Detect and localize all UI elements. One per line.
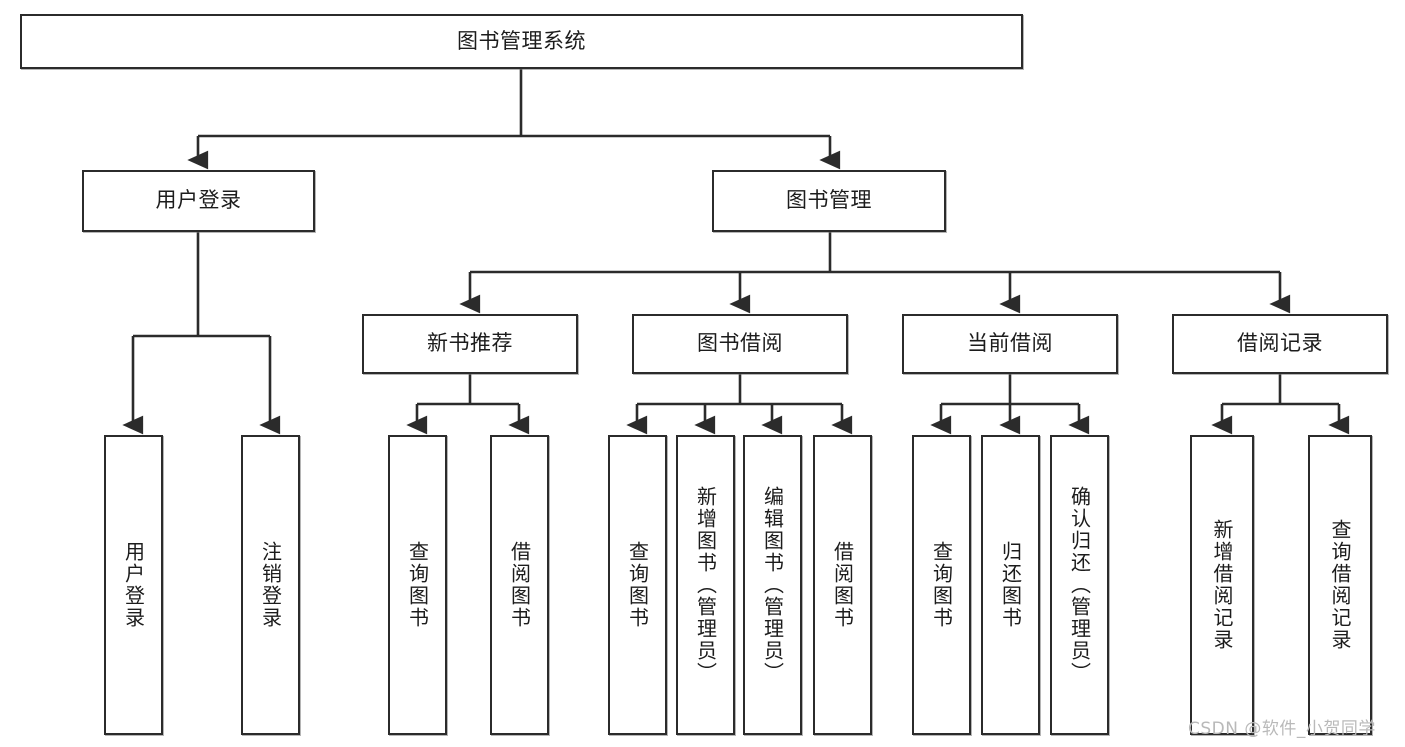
node-root-label: 图书管理系统	[457, 28, 586, 53]
leaf-current-query-book-label: 查询图书	[929, 541, 954, 629]
leaf-current-query-book[interactable]: 查询图书	[912, 435, 971, 735]
leaf-borrow-edit-book[interactable]: 编辑图书（管理员）	[743, 435, 802, 735]
node-new-book-recommend-label: 新书推荐	[427, 331, 513, 356]
node-borrow-record-label: 借阅记录	[1237, 331, 1323, 356]
node-new-book-recommend[interactable]: 新书推荐	[362, 314, 578, 374]
leaf-borrow-borrow-book[interactable]: 借阅图书	[813, 435, 872, 735]
leaf-borrow-add-book[interactable]: 新增图书（管理员）	[676, 435, 735, 735]
leaf-record-add-label: 新增借阅记录	[1210, 519, 1234, 651]
node-book-management[interactable]: 图书管理	[712, 170, 946, 232]
leaf-new-book-query[interactable]: 查询图书	[388, 435, 447, 735]
node-book-management-label: 图书管理	[786, 188, 872, 213]
leaf-current-return-book-label: 归还图书	[998, 541, 1023, 629]
node-book-borrow[interactable]: 图书借阅	[632, 314, 848, 374]
leaf-record-query-label: 查询借阅记录	[1328, 519, 1352, 651]
leaf-borrow-edit-book-label: 编辑图书（管理员）	[760, 486, 785, 684]
leaf-user-logout[interactable]: 注销登录	[241, 435, 300, 735]
leaf-borrow-query-book[interactable]: 查询图书	[608, 435, 667, 735]
node-user-login[interactable]: 用户登录	[82, 170, 315, 232]
leaf-new-book-borrow[interactable]: 借阅图书	[490, 435, 549, 735]
leaf-new-book-query-label: 查询图书	[405, 541, 430, 629]
node-root[interactable]: 图书管理系统	[20, 14, 1023, 69]
leaf-user-login-label: 用户登录	[121, 541, 146, 629]
node-book-borrow-label: 图书借阅	[697, 331, 783, 356]
leaf-borrow-query-book-label: 查询图书	[625, 541, 650, 629]
leaf-record-add[interactable]: 新增借阅记录	[1190, 435, 1254, 735]
leaf-current-confirm-return-label: 确认归还（管理员）	[1067, 486, 1092, 684]
leaf-current-return-book[interactable]: 归还图书	[981, 435, 1040, 735]
node-borrow-record[interactable]: 借阅记录	[1172, 314, 1388, 374]
leaf-record-query[interactable]: 查询借阅记录	[1308, 435, 1372, 735]
leaf-user-login[interactable]: 用户登录	[104, 435, 163, 735]
leaf-new-book-borrow-label: 借阅图书	[507, 541, 532, 629]
leaf-current-confirm-return[interactable]: 确认归还（管理员）	[1050, 435, 1109, 735]
leaf-borrow-add-book-label: 新增图书（管理员）	[693, 486, 718, 684]
node-user-login-label: 用户登录	[155, 188, 242, 213]
leaf-borrow-borrow-book-label: 借阅图书	[830, 541, 855, 629]
node-current-borrow-label: 当前借阅	[967, 331, 1053, 356]
leaf-user-logout-label: 注销登录	[258, 541, 283, 629]
node-current-borrow[interactable]: 当前借阅	[902, 314, 1118, 374]
